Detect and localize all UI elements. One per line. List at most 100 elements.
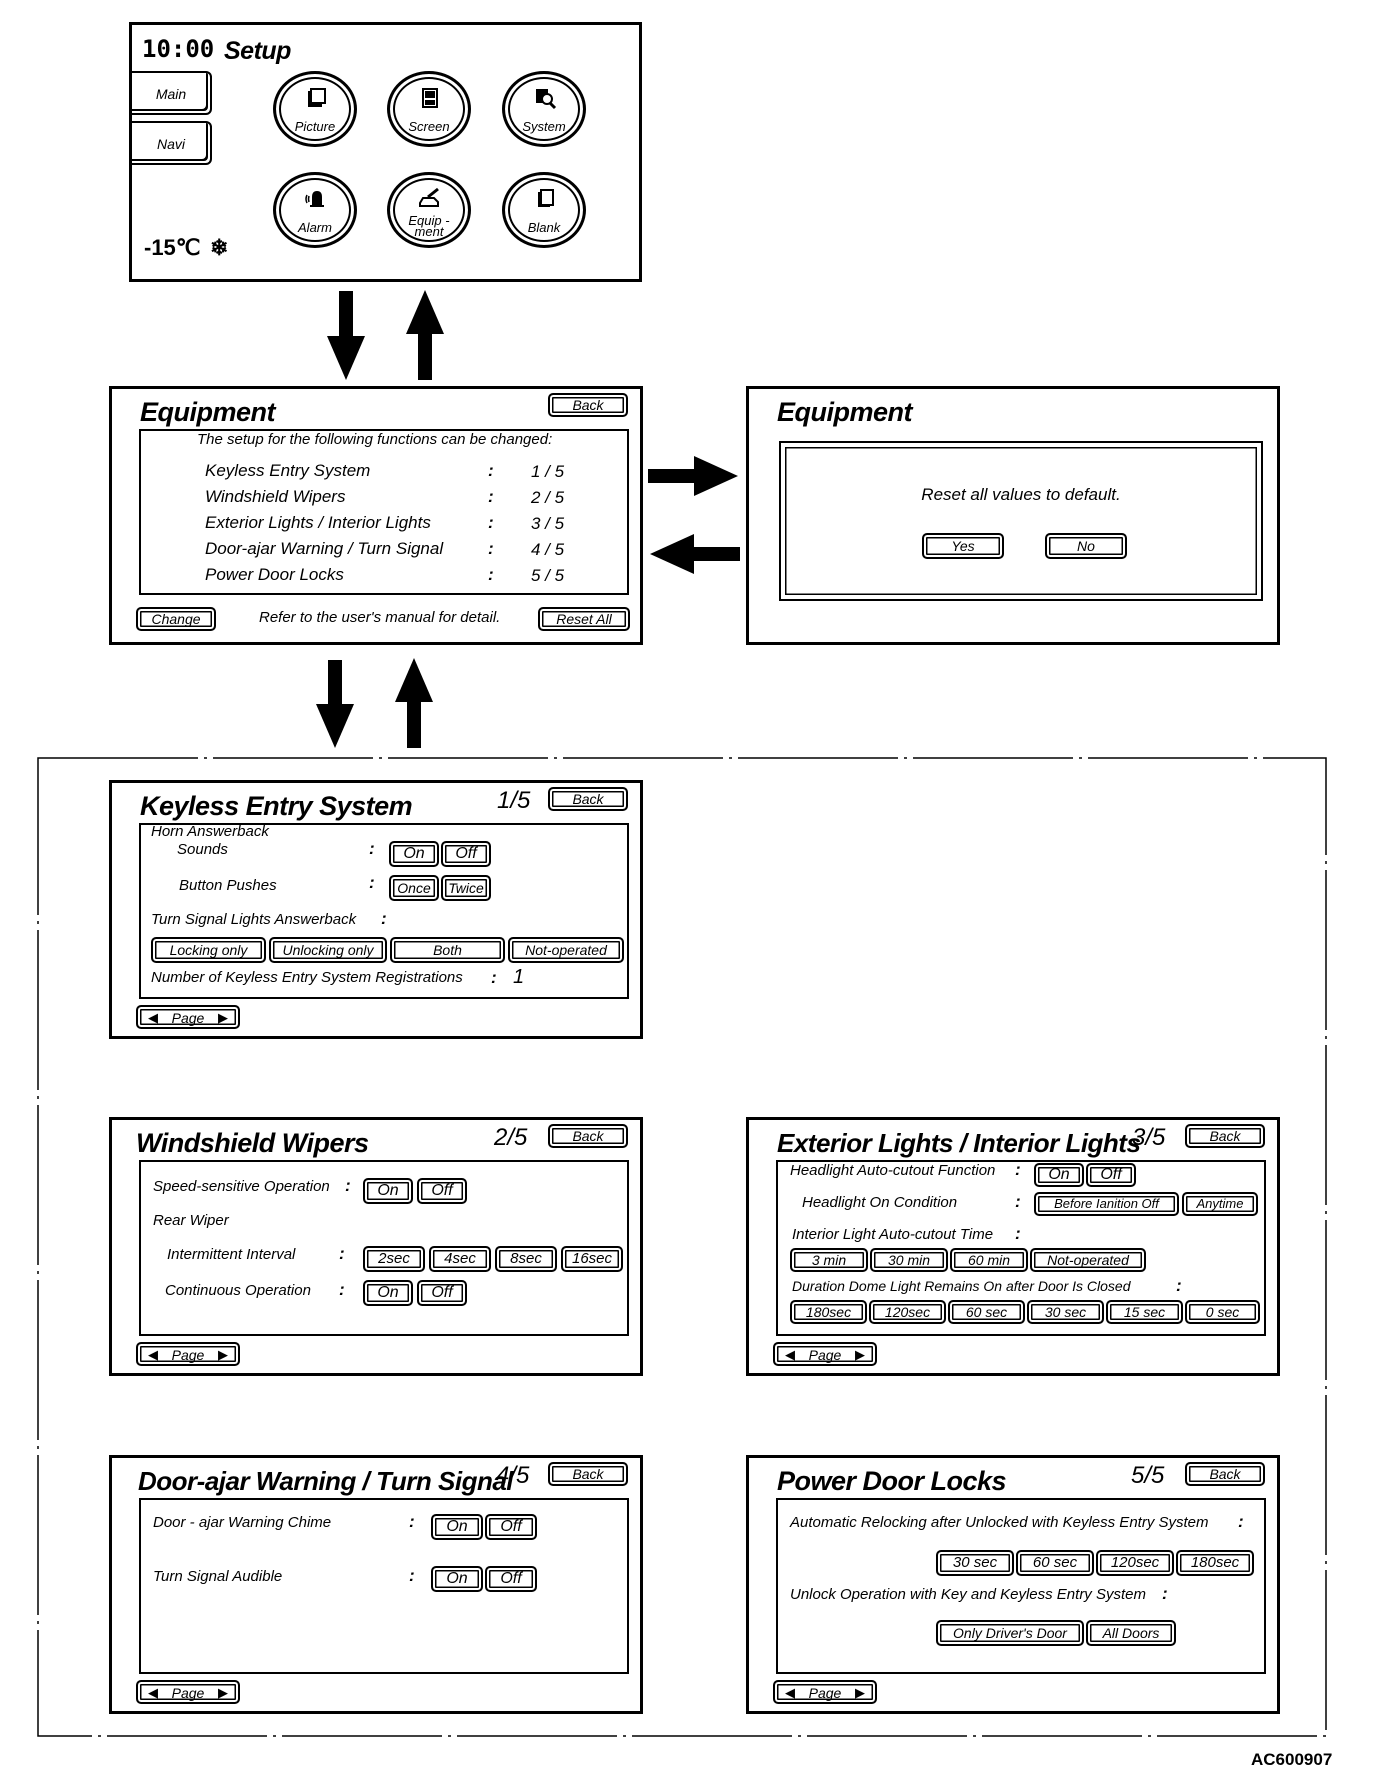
dome-120sec-button[interactable]: 120sec [869,1300,946,1324]
continuous-on-button[interactable]: On [363,1280,413,1306]
audible-off-button[interactable]: Off [485,1566,537,1592]
twice-button[interactable]: Twice [441,875,491,901]
arrow-up-icon [406,290,444,380]
yes-button[interactable]: Yes [922,533,1004,559]
doorajar-title: Door-ajar Warning / Turn Signal [138,1466,514,1496]
no-button[interactable]: No [1045,533,1127,559]
time-3min-button[interactable]: 3 min [790,1248,868,1272]
interval-2sec-button[interactable]: 2sec [363,1246,425,1272]
time-30min-button[interactable]: 30 min [870,1248,948,1272]
page-nav-button[interactable]: ◀Page▶ [773,1680,877,1704]
time-60min-button[interactable]: 60 min [950,1248,1028,1272]
horn-sounds-on-button[interactable]: On [389,841,439,867]
registration-count: 1 [513,966,525,988]
anytime-button[interactable]: Anytime [1182,1192,1258,1216]
audible-on-button[interactable]: On [431,1566,483,1592]
arrow-down-icon [316,660,354,748]
horn-sounds-off-button[interactable]: Off [441,841,491,867]
time-not-operated-button[interactable]: Not-operated [1030,1248,1146,1272]
relock-60sec-button[interactable]: 60 sec [1016,1550,1094,1576]
back-button[interactable]: Back [548,393,628,417]
page-nav-button[interactable]: ◀Page▶ [136,1342,240,1366]
dome-0sec-button[interactable]: 0 sec [1185,1300,1260,1324]
chime-off-button[interactable]: Off [485,1514,537,1540]
equipment-title: Equipment [140,397,276,427]
list-item-page: 1 / 5 [531,462,565,481]
back-button[interactable]: Back [548,1462,628,1486]
wipers-title: Windshield Wipers [136,1128,369,1158]
keyless-screen: Keyless Entry System 1/5 Back Horn Answe… [109,780,643,1039]
reset-all-button[interactable]: Reset All [538,607,630,631]
tab-main[interactable]: Main [132,71,212,115]
interval-16sec-button[interactable]: 16sec [561,1246,623,1272]
continuous-off-button[interactable]: Off [417,1280,467,1306]
dome-15sec-button[interactable]: 15 sec [1106,1300,1183,1324]
page-indicator: 4/5 [496,1462,530,1489]
page-nav-button[interactable]: ◀Page▶ [773,1342,877,1366]
interval-4sec-button[interactable]: 4sec [429,1246,491,1272]
list-item: Windshield Wipers [205,487,346,506]
locks-screen: Power Door Locks 5/5 Back Automatic Relo… [746,1455,1280,1714]
system-button[interactable]: System [502,71,586,147]
tab-navi[interactable]: Navi [132,121,212,165]
snowflake-icon: ❄ [210,235,229,260]
once-button[interactable]: Once [389,875,439,901]
list-item: Power Door Locks [205,565,344,584]
page-nav-button[interactable]: ◀Page▶ [136,1005,240,1029]
back-button[interactable]: Back [1185,1462,1265,1486]
alarm-button[interactable]: Alarm [273,172,357,248]
list-item: Exterior Lights / Interior Lights [205,513,431,532]
arrow-up-icon [395,658,433,748]
dome-180sec-button[interactable]: 180sec [790,1300,867,1324]
system-icon [536,89,557,110]
doorajar-panel: Door - ajar Warning Chime : On Off Turn … [139,1498,629,1674]
page-nav-button[interactable]: ◀Page▶ [136,1680,240,1704]
picture-button[interactable]: Picture [273,71,357,147]
relock-120sec-button[interactable]: 120sec [1096,1550,1174,1576]
before-ignition-off-button[interactable]: Before Ianition Off [1034,1192,1179,1216]
back-button[interactable]: Back [548,787,628,811]
relock-30sec-button[interactable]: 30 sec [936,1550,1014,1576]
list-item-page: 4 / 5 [531,540,565,559]
blank-icon [538,189,554,207]
speed-on-button[interactable]: On [363,1178,413,1204]
screen-icon [422,88,438,108]
headlight-cutout-on-button[interactable]: On [1034,1163,1084,1187]
locking-only-button[interactable]: Locking only [151,937,266,963]
back-button[interactable]: Back [548,1124,628,1148]
speed-off-button[interactable]: Off [417,1178,467,1204]
locks-title: Power Door Locks [777,1466,1007,1496]
refer-note: Refer to the user's manual for detail. [259,609,501,626]
page-indicator: 2/5 [494,1124,528,1151]
arrow-left-icon [650,534,740,574]
blank-button[interactable]: Blank [502,172,586,248]
back-button[interactable]: Back [1185,1124,1265,1148]
list-item-page: 3 / 5 [531,514,565,533]
wipers-panel: Speed-sensitive Operation : On Off Rear … [139,1160,629,1336]
locks-panel: Automatic Relocking after Unlocked with … [776,1498,1266,1674]
wipers-screen: Windshield Wipers 2/5 Back Speed-sensiti… [109,1117,643,1376]
interval-8sec-button[interactable]: 8sec [495,1246,557,1272]
dome-60sec-button[interactable]: 60 sec [948,1300,1025,1324]
lights-title: Exterior Lights / Interior Lights [777,1128,1141,1158]
lights-screen: Exterior Lights / Interior Lights 3/5 Ba… [746,1117,1280,1376]
not-operated-button[interactable]: Not-operated [508,937,624,963]
relock-180sec-button[interactable]: 180sec [1176,1550,1254,1576]
only-drivers-door-button[interactable]: Only Driver's Door [936,1620,1084,1646]
list-item-page: 2 / 5 [531,488,565,507]
both-button[interactable]: Both [390,937,505,963]
all-doors-button[interactable]: All Doors [1086,1620,1176,1646]
equipment-button[interactable]: Equip - ment [387,172,471,248]
screen-button[interactable]: Screen [387,71,471,147]
change-button[interactable]: Change [136,607,216,631]
alarm-icon [305,191,324,207]
figure-code: AC600907 [1251,1750,1333,1769]
arrow-right-icon [648,456,738,496]
picture-icon [308,88,326,107]
page-indicator: 1/5 [497,787,531,814]
unlocking-only-button[interactable]: Unlocking only [269,937,387,963]
dome-30sec-button[interactable]: 30 sec [1027,1300,1104,1324]
chime-on-button[interactable]: On [431,1514,483,1540]
headlight-cutout-off-button[interactable]: Off [1086,1163,1136,1187]
